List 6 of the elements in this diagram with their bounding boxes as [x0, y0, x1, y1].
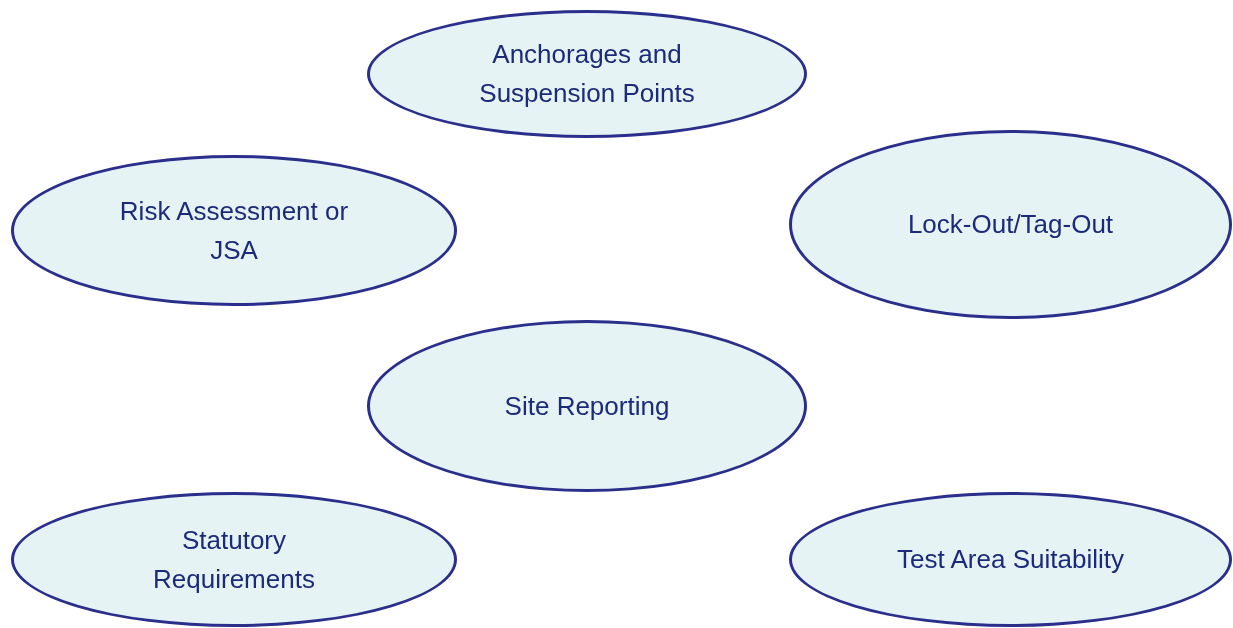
node-label: Statutory Requirements [152, 523, 316, 596]
node-label: Site Reporting [504, 389, 670, 423]
node-label: Test Area Suitability [897, 543, 1124, 576]
node-label: Risk Assessment or JSA [118, 194, 350, 267]
node-label: Lock-Out/Tag-Out [907, 208, 1114, 241]
node-label: Anchorages and Suspension Points [478, 38, 696, 110]
